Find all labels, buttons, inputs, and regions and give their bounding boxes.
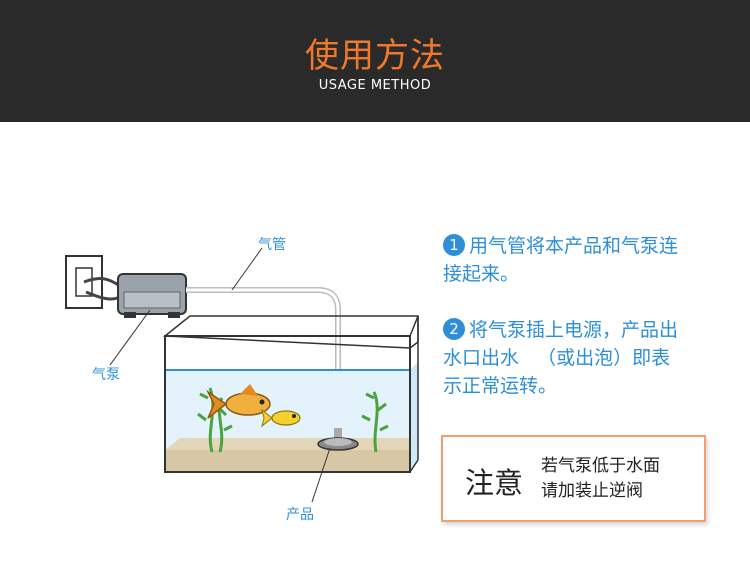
page-subtitle: USAGE METHOD xyxy=(318,78,432,93)
step-text-line: 示正常运转。 xyxy=(443,375,558,397)
header-banner: 使用方法 USAGE METHOD xyxy=(0,0,750,122)
pump-label: 气泵 xyxy=(92,367,120,383)
product-callout-line xyxy=(311,447,331,503)
tube-label: 气管 xyxy=(258,237,286,253)
caution-note: 注意 若气泵低于水面 请加装止逆阀 xyxy=(441,435,706,522)
step-text-line: 接起来。 xyxy=(443,263,520,285)
note-line: 请加装止逆阀 xyxy=(541,481,643,501)
wall-socket xyxy=(65,255,103,309)
air-pump xyxy=(117,273,187,318)
yellow-fish-icon xyxy=(261,408,301,428)
step-text-line: 水口出水 （或出泡）即表 xyxy=(443,347,671,369)
aquarium-plant-right xyxy=(361,391,389,453)
step-text-line: 将气泵插上电源，产品出 xyxy=(469,319,679,341)
note-text: 若气泵低于水面 请加装止逆阀 xyxy=(541,454,660,504)
product-label: 产品 xyxy=(286,507,314,523)
tank-back-frame xyxy=(162,315,419,349)
orange-fish-icon xyxy=(206,384,271,419)
step-text-line: 用气管将本产品和气泵连 xyxy=(469,235,679,257)
note-line: 若气泵低于水面 xyxy=(541,456,660,476)
step-number-badge: 1 xyxy=(443,234,465,256)
step-number-badge: 2 xyxy=(443,318,465,340)
air-stone-product xyxy=(317,428,359,451)
tube-callout-line xyxy=(231,247,263,291)
note-title: 注意 xyxy=(465,466,524,500)
tank-front-frame xyxy=(164,335,411,473)
tank-gravel xyxy=(165,450,410,472)
page-title: 使用方法 xyxy=(305,36,445,76)
pump-callout-line xyxy=(109,309,151,366)
